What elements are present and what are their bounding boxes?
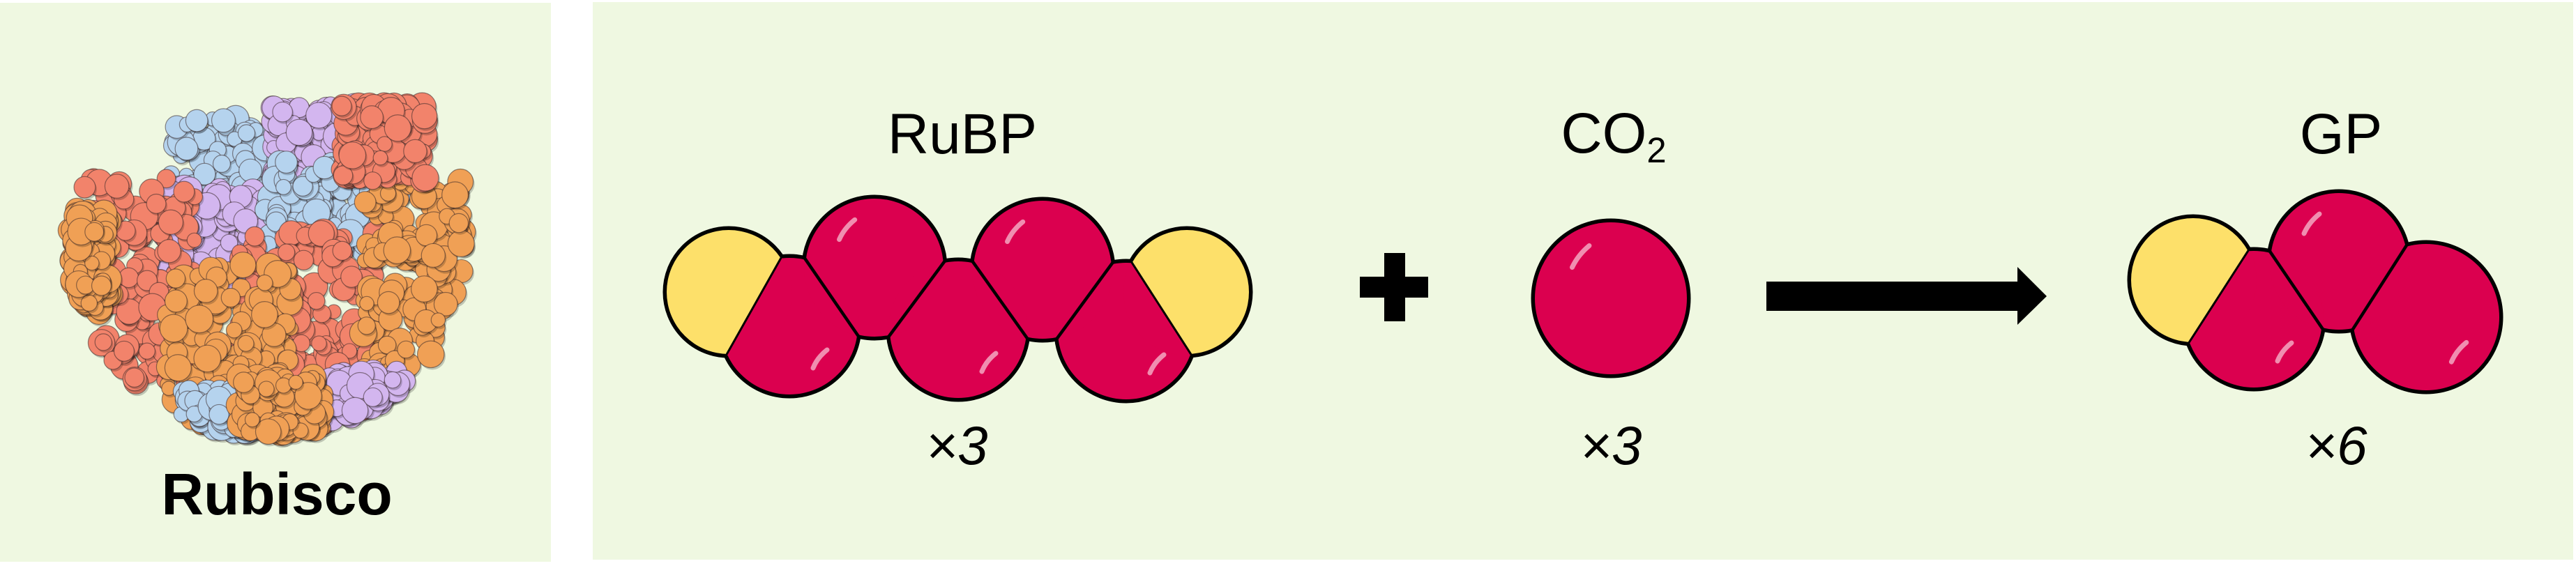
- rubp-molecule-icon: [662, 194, 1253, 404]
- plus-icon: [1360, 253, 1428, 321]
- rubisco-protein-icon: [57, 92, 477, 448]
- right-arrow-icon: [1766, 267, 2047, 325]
- co2-label: CO2: [1561, 102, 1666, 169]
- rubp-label: RuBP: [887, 102, 1038, 166]
- gp-count: ×6: [2305, 415, 2367, 476]
- co2-count: ×3: [1579, 415, 1642, 476]
- gp-molecule-icon: [2127, 189, 2503, 394]
- enzyme-name: Rubisco: [161, 461, 393, 527]
- co2-formula: CO: [1561, 102, 1647, 165]
- gp-label: GP: [2299, 102, 2383, 166]
- rubp-count: ×3: [925, 415, 988, 476]
- co2-subscript: 2: [1646, 130, 1667, 171]
- co2-molecule-icon: [1531, 218, 1691, 378]
